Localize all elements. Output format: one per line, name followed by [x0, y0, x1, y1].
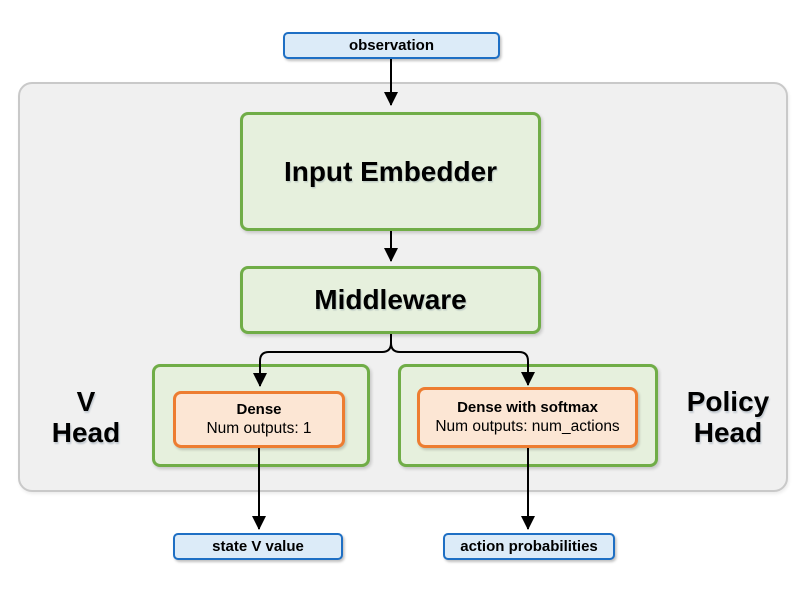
policy-head-label-line1: Policy [686, 386, 770, 417]
node-input-embedder: Input Embedder [240, 112, 541, 231]
v-head-label-line2: Head [51, 416, 121, 448]
node-action-probabilities: action probabilities [443, 533, 615, 560]
node-dense-v: Dense Num outputs: 1 [173, 391, 345, 448]
dense-softmax-title: Dense with softmax [457, 398, 598, 416]
policy-head-label-line2: Head [693, 416, 763, 448]
dense-softmax-subtitle: Num outputs: num_actions [435, 418, 620, 436]
dense-v-title: Dense [236, 400, 282, 418]
v-head-label-line1: V [76, 386, 96, 417]
node-state-v-value: state V value [173, 533, 343, 560]
dense-v-subtitle: Num outputs: 1 [206, 420, 312, 438]
node-dense-softmax: Dense with softmax Num outputs: num_acti… [417, 387, 638, 448]
node-middleware: Middleware [240, 266, 541, 334]
policy-head-label: Policy Head [668, 386, 788, 449]
v-head-label: V Head [26, 386, 146, 449]
node-observation: observation [283, 32, 500, 59]
